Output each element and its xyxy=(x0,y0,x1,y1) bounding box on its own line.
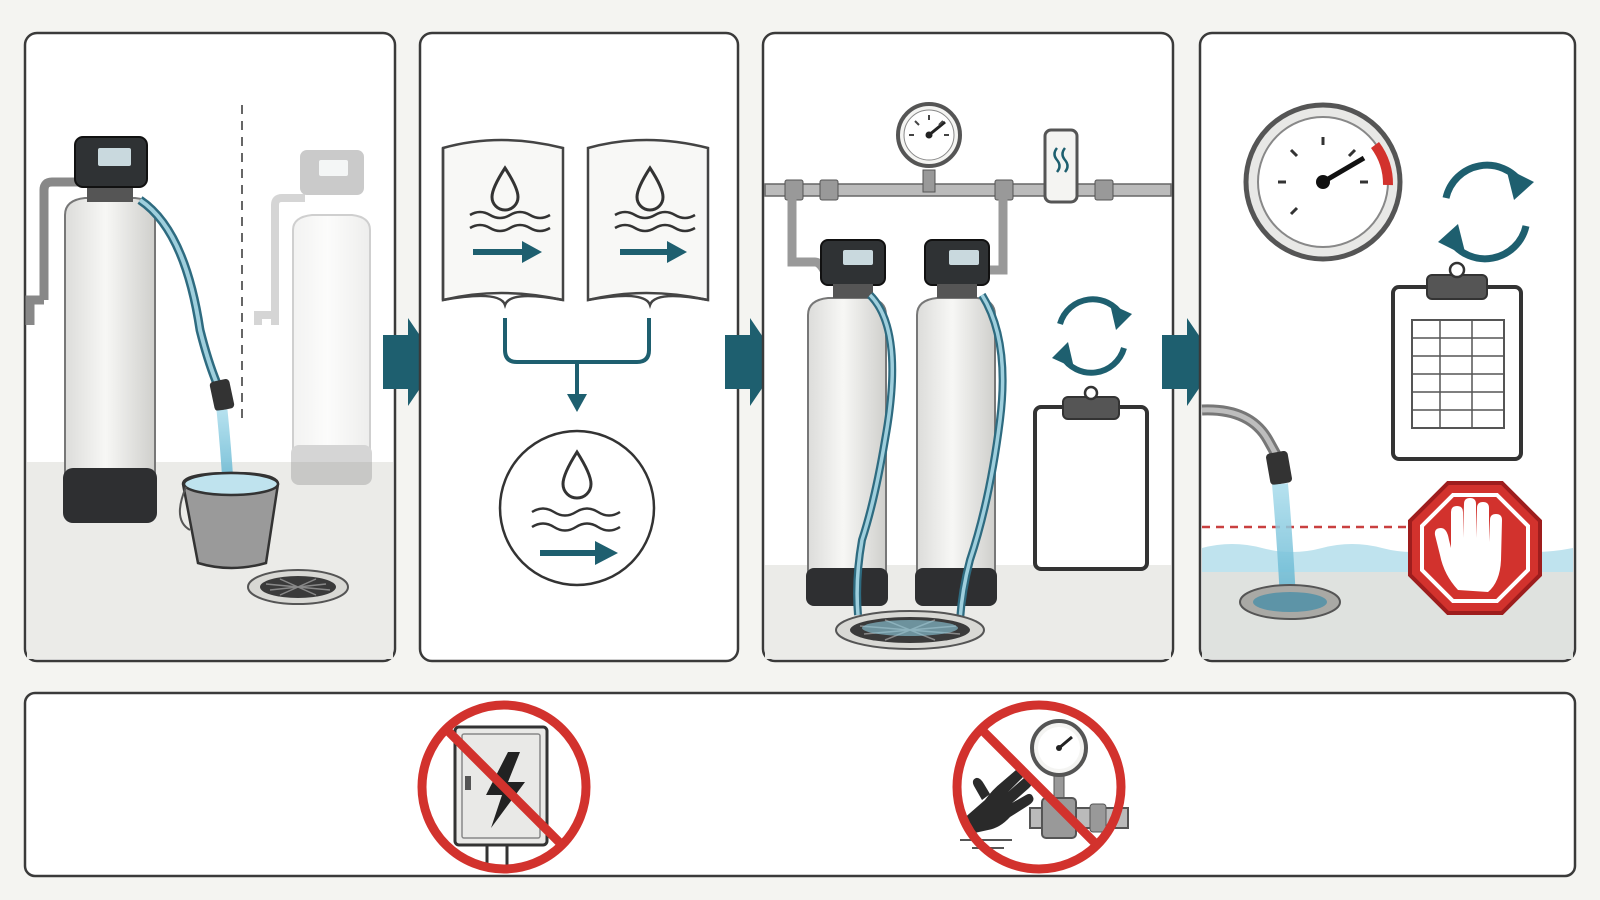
water-drop-icon xyxy=(635,165,665,212)
next-step-arrow-2 xyxy=(725,318,780,406)
cycle-icon xyxy=(1052,296,1132,376)
manual-book-icon xyxy=(441,138,565,309)
pressure-gauge-icon xyxy=(1030,719,1088,801)
step-1-panel xyxy=(23,31,397,663)
flow-arrow-icon xyxy=(620,241,687,263)
water-flow-circle-icon xyxy=(498,429,656,587)
overflowing-drain-icon xyxy=(1201,404,1341,620)
merge-arrow-icon xyxy=(503,318,651,412)
warnings-panel xyxy=(23,691,1577,878)
step-2-panel xyxy=(418,31,740,663)
floor-drain-icon xyxy=(247,569,349,605)
no-touch-gauge-warning xyxy=(952,700,1129,874)
bucket-icon xyxy=(179,471,280,570)
clipboard-icon xyxy=(1033,385,1149,571)
pressure-gauge-icon xyxy=(896,102,962,193)
next-step-arrow-3 xyxy=(1162,318,1217,406)
pressure-gauge-icon xyxy=(1243,102,1403,262)
flow-arrow-icon xyxy=(473,241,542,263)
step-4-panel xyxy=(1198,31,1577,663)
cycle-icon xyxy=(1438,161,1534,263)
checklist-clipboard-icon xyxy=(1391,261,1523,461)
stop-hand-icon xyxy=(1408,481,1542,615)
flow-meter-icon xyxy=(1043,128,1079,204)
next-step-arrow-1 xyxy=(383,318,438,406)
no-electrical-warning xyxy=(417,700,591,874)
manual-book-icon xyxy=(586,138,710,309)
valve-icon xyxy=(1029,797,1129,839)
prohibited-icon xyxy=(952,700,1126,874)
faded-tank-icon xyxy=(254,150,372,485)
floor-drain-icon xyxy=(835,610,985,650)
step-3-panel xyxy=(761,31,1175,663)
softener-tank-icon xyxy=(25,136,157,523)
prohibited-icon xyxy=(417,700,591,874)
drain-hose-icon xyxy=(853,292,1007,621)
water-drop-icon xyxy=(490,165,520,212)
